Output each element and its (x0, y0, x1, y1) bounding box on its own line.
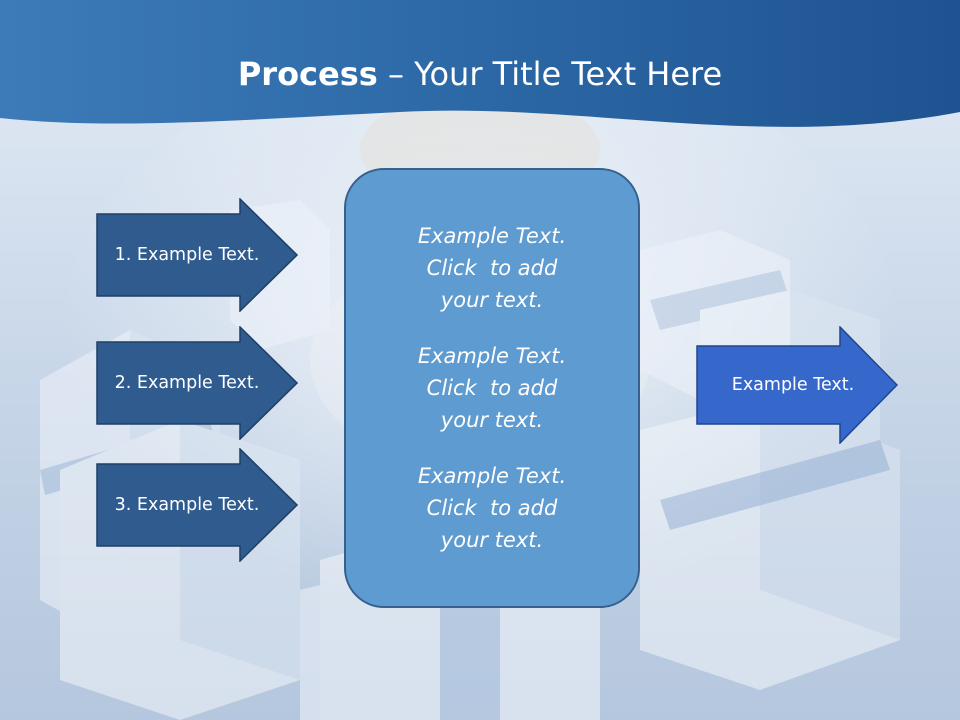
paragraph-line: Example Text. (417, 344, 567, 368)
paragraph-line: your text. (440, 528, 544, 552)
paragraph-line: your text. (440, 408, 544, 432)
paragraph-line: Example Text. (417, 464, 567, 488)
center-paragraph-1: Example Text. Click to add your text. (418, 220, 566, 316)
center-paragraph-3: Example Text. Click to add your text. (418, 460, 566, 556)
paragraph-line: Click to add (426, 496, 558, 520)
left-arrow-1: 1. Example Text. (96, 198, 298, 312)
center-paragraph-2: Example Text. Click to add your text. (418, 340, 566, 436)
paragraph-line: your text. (440, 288, 544, 312)
left-arrow-2: 2. Example Text. (96, 326, 298, 440)
right-arrow: Example Text. (696, 326, 898, 444)
right-arrow-label: Example Text. (731, 375, 855, 395)
paragraph-line: Example Text. (417, 224, 567, 248)
title-rest: – Your Title Text Here (377, 55, 723, 93)
slide-title: Process – Your Title Text Here (0, 52, 960, 96)
left-arrow-3-label: 3. Example Text. (114, 495, 260, 515)
center-text-box: Example Text. Click to add your text. Ex… (344, 168, 640, 608)
paragraph-line: Click to add (426, 256, 558, 280)
title-bold: Process (237, 55, 378, 93)
header-band (0, 0, 960, 127)
left-arrow-1-label: 1. Example Text. (114, 245, 260, 265)
left-arrow-2-label: 2. Example Text. (114, 373, 260, 393)
paragraph-line: Click to add (426, 376, 558, 400)
left-arrow-3: 3. Example Text. (96, 448, 298, 562)
